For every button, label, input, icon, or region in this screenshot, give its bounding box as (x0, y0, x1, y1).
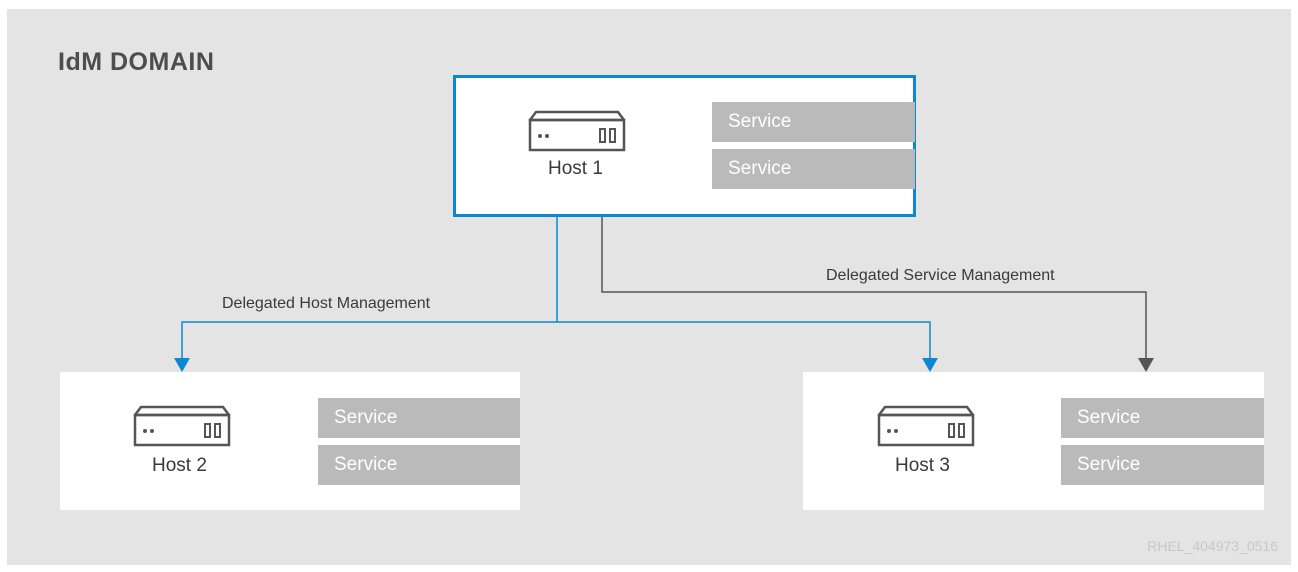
watermark: RHEL_404973_0516 (1147, 538, 1278, 554)
arrow-down-icon (1138, 358, 1154, 372)
host-2-service-2: Service (318, 445, 520, 485)
host-2-box (60, 372, 520, 510)
server-icon (133, 405, 231, 447)
server-icon (528, 110, 626, 152)
host-1-service-1: Service (712, 102, 915, 142)
service-management-label: Delegated Service Management (826, 267, 1055, 284)
host-3-service-1: Service (1061, 398, 1264, 438)
host-management-label: Delegated Host Management (222, 295, 431, 312)
arrow-down-icon (922, 358, 938, 372)
host-3-service-2: Service (1061, 445, 1264, 485)
arrow-down-icon (174, 358, 190, 372)
host-1-label: Host 1 (548, 158, 603, 179)
domain-title: IdM DOMAIN (58, 48, 215, 76)
host-management-connector (174, 217, 938, 372)
host-2-service-1: Service (318, 398, 520, 438)
host-2-label: Host 2 (152, 455, 207, 476)
host-1-service-2: Service (712, 149, 915, 189)
host-3-label: Host 3 (895, 455, 950, 476)
service-management-connector (601, 217, 1154, 372)
server-icon (877, 405, 975, 447)
